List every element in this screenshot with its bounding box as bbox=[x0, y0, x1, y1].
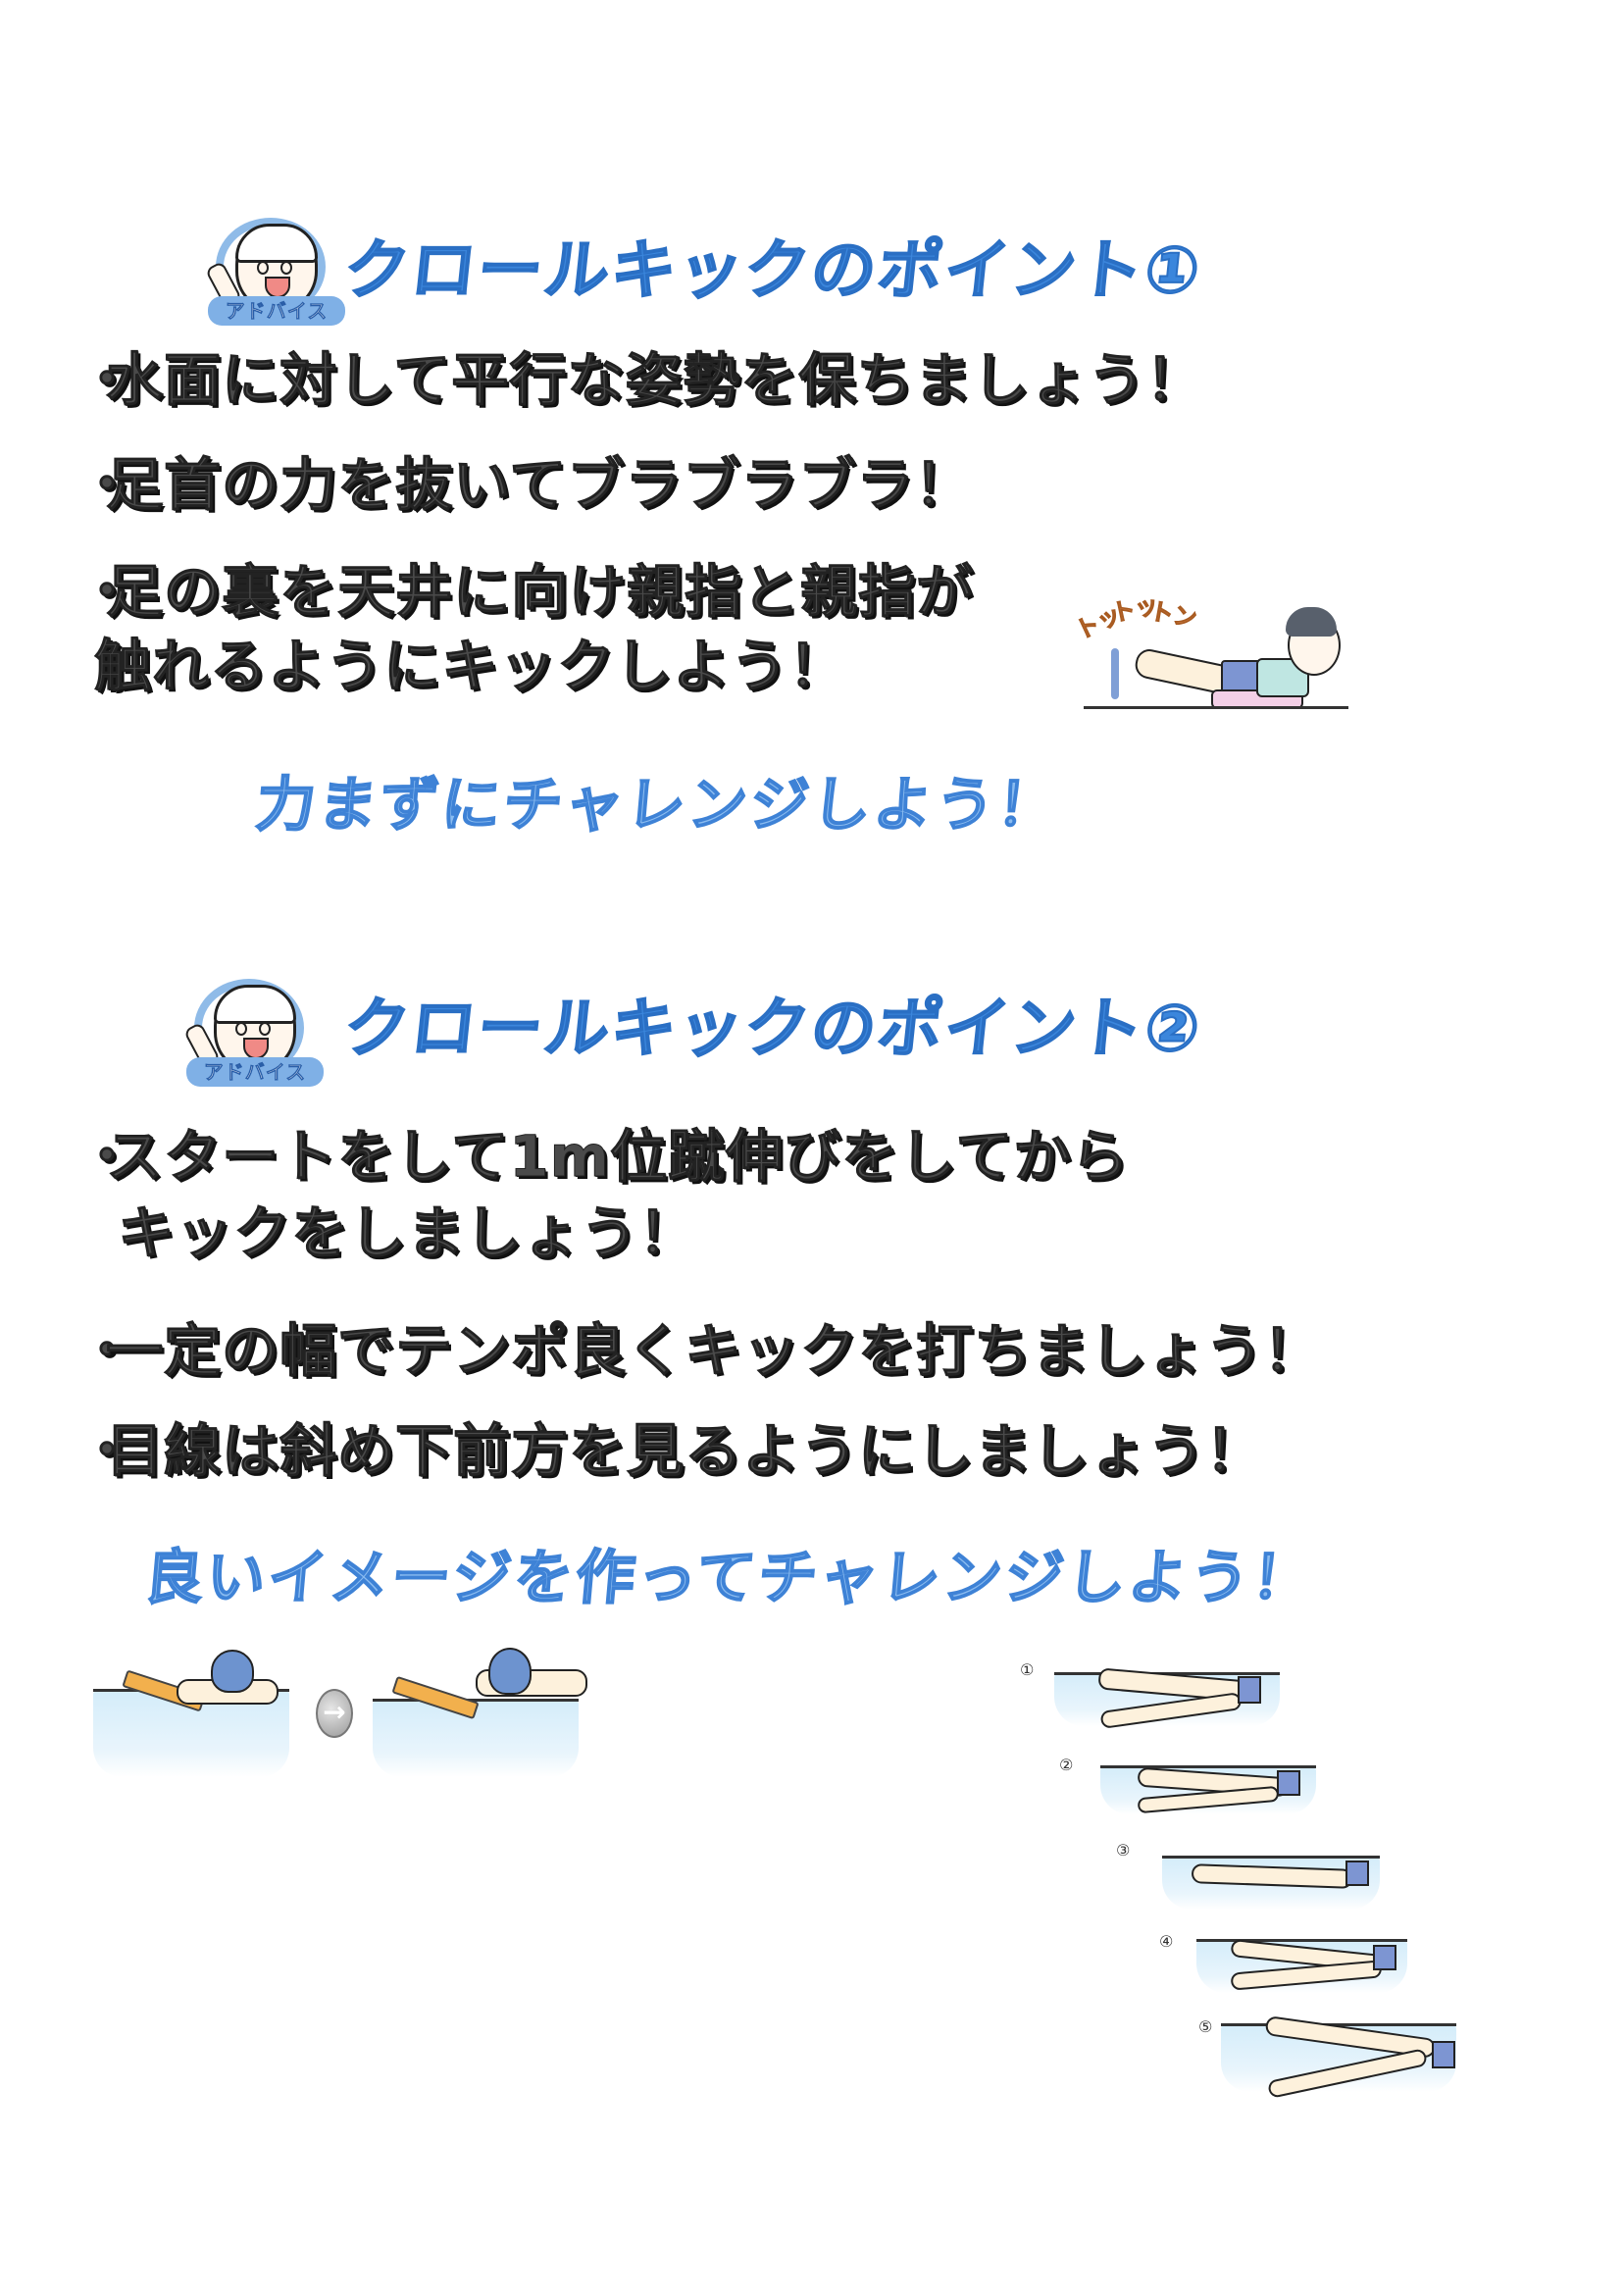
floor-line bbox=[1084, 706, 1348, 709]
advice-badge: アドバイス bbox=[186, 1057, 324, 1087]
section-1-title: クロールキックのポイント① bbox=[339, 231, 1206, 309]
bullet-marker: ・ bbox=[78, 1317, 137, 1385]
trunks bbox=[1238, 1676, 1261, 1704]
advice-badge: アドバイス bbox=[208, 296, 345, 326]
kick-sequence-illustration: ① ② ③ ④ ⑤ bbox=[1010, 1653, 1500, 2123]
mascot-eye-icon bbox=[257, 261, 269, 275]
waterline bbox=[1196, 1939, 1407, 1942]
sequence-number: ① bbox=[1020, 1660, 1035, 1679]
bullet-item-continuation: キックをしましょう！ bbox=[117, 1199, 697, 1267]
advice-mascot: アドバイス bbox=[182, 979, 324, 1089]
waterline bbox=[1100, 1765, 1316, 1768]
swim-cap bbox=[488, 1648, 532, 1695]
bullet-marker: ・ bbox=[78, 346, 137, 414]
swim-cap bbox=[211, 1650, 254, 1693]
section-2-title: クロールキックのポイント② bbox=[339, 990, 1206, 1067]
sequence-number: ② bbox=[1059, 1756, 1074, 1774]
bullet-marker: ・ bbox=[78, 1417, 137, 1485]
bullet-item-continuation: 触れるようにキックしよう！ bbox=[93, 633, 847, 700]
up-down-arrow-icon bbox=[1111, 648, 1119, 699]
arrow-right-icon: → bbox=[316, 1689, 353, 1738]
trunks bbox=[1277, 1770, 1300, 1796]
bullet-marker: ・ bbox=[78, 1123, 137, 1191]
bullet-marker: ・ bbox=[78, 558, 137, 626]
waterline bbox=[1162, 1856, 1380, 1859]
sfx-text: トン bbox=[1147, 597, 1199, 634]
bullet-marker: ・ bbox=[78, 451, 137, 519]
trunks bbox=[1373, 1945, 1396, 1970]
mascot-eye-icon bbox=[280, 261, 292, 275]
bullet-item: ・足の裏を天井に向け親指と親指が bbox=[78, 545, 974, 628]
bullet-item: ・水面に対して平行な姿勢を保ちましょう！ bbox=[78, 333, 1203, 416]
mascot-eye-icon bbox=[259, 1022, 271, 1036]
waterline bbox=[373, 1699, 579, 1702]
trunks bbox=[1432, 2041, 1455, 2068]
bullet-item: ・足首の力を抜いてブラブラブラ！ bbox=[78, 438, 972, 521]
bullet-item: ・目線は斜め下前方を見るようにしましょう！ bbox=[78, 1404, 1263, 1487]
kick-practice-illustration: トッ トッ トン bbox=[1071, 584, 1368, 721]
trunks bbox=[1345, 1861, 1369, 1886]
bullet-item: ・一定の幅でテンポ良くキックを打ちましょう！ bbox=[78, 1304, 1321, 1387]
mascot-eye-icon bbox=[235, 1022, 247, 1036]
sequence-number: ④ bbox=[1159, 1932, 1174, 1951]
sequence-number: ⑤ bbox=[1198, 2017, 1213, 2036]
boy-hair bbox=[1286, 607, 1337, 637]
advice-mascot: アドバイス bbox=[204, 218, 345, 328]
callout-text: 良いイメージを作ってチャレンジしよう！ bbox=[140, 1543, 1317, 1613]
sequence-number: ③ bbox=[1116, 1841, 1131, 1860]
bullet-item: ・スタートをして1m位蹴伸びをしてから bbox=[78, 1110, 1129, 1193]
callout-text: 力まずにチャレンジしよう！ bbox=[252, 770, 1063, 841]
kickboard-swimmer-illustration: → bbox=[88, 1648, 618, 1785]
